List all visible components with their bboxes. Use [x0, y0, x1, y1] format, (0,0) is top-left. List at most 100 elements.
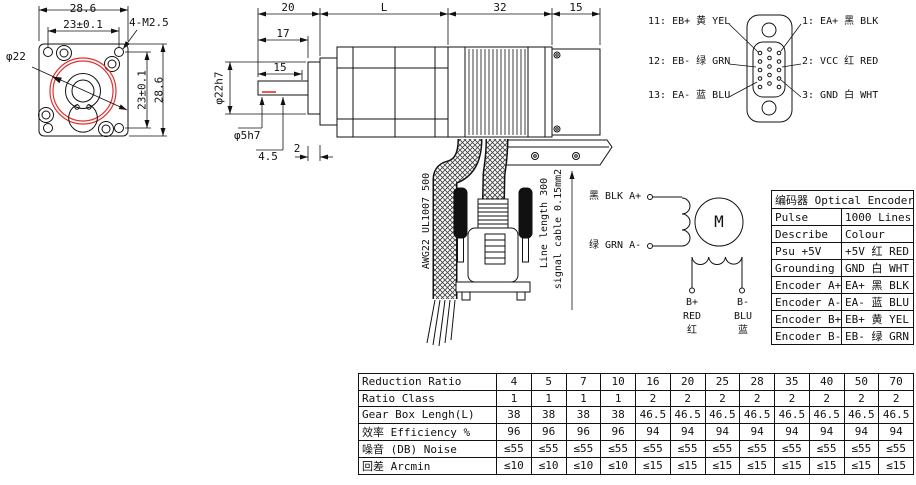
dim-flat-length-label: 4.5 — [258, 150, 278, 163]
spec-cell: ≤15 — [878, 456, 914, 475]
encoder-row-label: Describe — [771, 225, 842, 243]
encoder-row-label: Pulse — [771, 208, 842, 226]
spec-cell: ≤55 — [808, 439, 845, 458]
spec-cell: 46.5 — [669, 406, 706, 424]
spec-cell: ≤15 — [808, 456, 845, 475]
encoder-cell: 1000 Lines — [841, 208, 914, 226]
spec-cell: 2 — [669, 389, 706, 407]
spec-cell: 38 — [496, 406, 532, 424]
encoder-row-label: Encoder A+ — [771, 276, 842, 294]
encoder-row: Encoder B-EB- 绿 GRN — [771, 327, 914, 345]
bolt-callout-label: 4-M2.5 — [129, 16, 169, 29]
spec-cell: 94 — [669, 422, 706, 441]
spec-cell: 2 — [774, 389, 810, 407]
spec-cell: 5 — [530, 373, 567, 391]
spec-cell: 94 — [739, 422, 775, 441]
dim-shaft-diameter-label: φ5h7 — [234, 129, 261, 142]
encoder-cell: EA- 蓝 BLU — [841, 293, 914, 311]
spec-row-label: 噪音 (DB) Noise — [358, 439, 497, 458]
encoder-table-title: 编码器 Optical Encoder — [771, 190, 914, 209]
spec-cell: 2 — [635, 389, 671, 407]
encoder-row: Encoder A-EA- 蓝 BLU — [771, 293, 914, 311]
phase-b-plus-color-en: RED — [682, 311, 702, 322]
spec-cell: 96 — [565, 422, 602, 441]
spec-cell: 1 — [530, 389, 567, 407]
spec-cell: 38 — [600, 406, 636, 424]
spec-cell: ≤55 — [496, 439, 532, 458]
spec-cell: 94 — [774, 422, 810, 441]
spec-cell: 46.5 — [739, 406, 775, 424]
connector-face-drawing — [728, 14, 802, 123]
spec-cell: ≤10 — [600, 456, 636, 475]
spec-cell: 1 — [600, 389, 636, 407]
spec-cell: 94 — [704, 422, 741, 441]
spec-cell: 16 — [635, 373, 671, 391]
spec-cell: 2 — [704, 389, 741, 407]
spec-cell: 94 — [635, 422, 671, 441]
cable-signal-label: signal cable 0.15mm2 — [553, 168, 564, 290]
encoder-row: Encoder A+EA+ 黑 BLK — [771, 276, 914, 294]
motor-symbol-label: M — [714, 212, 724, 231]
spec-cell: ≤55 — [739, 439, 775, 458]
pin-label-13: 13: EA- 蓝 BLU — [648, 90, 731, 101]
spec-cell: ≤15 — [843, 456, 880, 475]
cable-drawing — [426, 138, 533, 347]
spec-row: 回差 Arcmin≤10≤10≤10≤10≤15≤15≤15≤15≤15≤15≤… — [358, 456, 914, 475]
dim-shaft-total-label: 20 — [281, 1, 295, 14]
spec-cell: 4 — [496, 373, 532, 391]
spec-cell: ≤55 — [530, 439, 567, 458]
dim-motor-length-label: 32 — [493, 1, 507, 14]
spec-row-label: 回差 Arcmin — [358, 456, 497, 475]
spec-cell: ≤15 — [774, 456, 810, 475]
spec-cell: ≤15 — [704, 456, 741, 475]
spec-cell: ≤55 — [669, 439, 706, 458]
encoder-cell: +5V 红 RED — [841, 242, 914, 260]
spec-cell: ≤55 — [843, 439, 880, 458]
spec-cell: 35 — [774, 373, 810, 391]
spec-cell: ≤55 — [600, 439, 636, 458]
pin-label-3: 3: GND 白 WHT — [802, 90, 879, 101]
spec-cell: 96 — [496, 422, 532, 441]
spec-cell: ≤55 — [704, 439, 741, 458]
phase-a-plus-label: 黑 BLK A+ — [589, 191, 642, 202]
dim-encoder-length-label: 15 — [569, 1, 583, 14]
dim-pilot-diameter-label: φ22h7 — [212, 71, 226, 105]
spec-cell: 28 — [739, 373, 775, 391]
spec-cell: 46.5 — [878, 406, 914, 424]
cable-length-label: Line length 300 — [539, 177, 550, 269]
encoder-cell: EA+ 黑 BLK — [841, 276, 914, 294]
encoder-cell: GND 白 WHT — [841, 259, 914, 277]
dim-front-height-label: 28.6 — [152, 76, 166, 104]
spec-cell: 46.5 — [704, 406, 741, 424]
phase-b-minus-color-cn: 蓝 — [738, 325, 748, 336]
encoder-row: Psu +5V+5V 红 RED — [771, 242, 914, 260]
spec-cell: 96 — [600, 422, 636, 441]
phase-b-plus-color-cn: 红 — [687, 325, 697, 336]
dim-bolt-spacing-h-label: 23±0.1 — [63, 18, 103, 31]
pilot-diameter-label: φ22 — [6, 50, 26, 63]
spec-cell: 38 — [565, 406, 602, 424]
spec-cell: ≤10 — [496, 456, 532, 475]
encoder-row-label: Psu +5V — [771, 242, 842, 260]
spec-cell: 7 — [565, 373, 602, 391]
encoder-cell: Colour — [841, 225, 914, 243]
spec-cell: 94 — [843, 422, 880, 441]
spec-cell: 1 — [496, 389, 532, 407]
spec-cell: 46.5 — [808, 406, 845, 424]
encoder-cell: EB+ 黄 YEL — [841, 310, 914, 328]
dim-bolt-spacing-v-label: 23±0.1 — [135, 70, 149, 110]
spec-cell: 94 — [808, 422, 845, 441]
spec-cell: 25 — [704, 373, 741, 391]
spec-cell: 1 — [565, 389, 602, 407]
pin-label-2: 2: VCC 红 RED — [802, 56, 879, 67]
encoder-row: Encoder B+EB+ 黄 YEL — [771, 310, 914, 328]
motor-schematic-drawing — [647, 194, 745, 294]
spec-cell: 70 — [878, 373, 914, 391]
pin-label-11: 11: EB+ 黄 YEL — [648, 16, 731, 27]
front-view-drawing — [31, 6, 167, 137]
dim-gearbox-length-label: L — [380, 1, 388, 14]
